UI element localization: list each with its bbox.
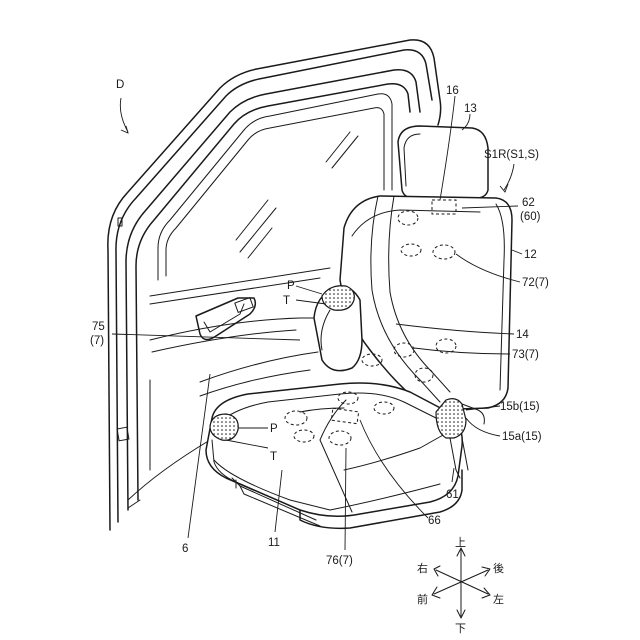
label-11: 11 [268, 537, 280, 549]
label-76: 76(7) [326, 555, 353, 567]
label-6: 6 [182, 543, 188, 555]
label-66: 66 [428, 515, 441, 527]
compass-down: 下 [455, 622, 466, 635]
seat [206, 126, 512, 528]
seat-cushion [206, 383, 462, 516]
pad-lower [210, 414, 238, 440]
label-60: (60) [520, 211, 541, 223]
label-7: (7) [90, 335, 104, 347]
label-16: 16 [446, 85, 459, 97]
compass-up: 上 [455, 536, 466, 549]
label-15b: 15b(15) [500, 401, 540, 413]
label-D: D [116, 79, 124, 91]
direction-compass: 上 下 右 左 後 前 [417, 536, 504, 635]
pad-upper [322, 286, 354, 311]
headrest [398, 126, 488, 198]
label-s1r: S1R(S1,S) [484, 149, 539, 161]
label-73: 73(7) [512, 349, 539, 361]
label-12: 12 [524, 249, 537, 261]
label-T-lower: T [270, 451, 277, 463]
compass-front: 前 [417, 592, 428, 606]
label-14: 14 [516, 329, 529, 341]
label-P-upper: P [287, 280, 295, 292]
label-62: 62 [522, 197, 535, 209]
label-T-upper: T [283, 295, 290, 307]
label-61: 61 [446, 489, 459, 501]
label-72: 72(7) [522, 277, 549, 289]
label-15a: 15a(15) [502, 431, 542, 443]
seat-back [340, 196, 512, 410]
label-13: 13 [464, 103, 477, 115]
compass-left-side: 左 [493, 593, 504, 606]
compass-right-side: 右 [417, 561, 428, 575]
label-75: 75 [92, 321, 105, 333]
label-P-lower: P [270, 423, 278, 435]
compass-rear: 後 [493, 561, 504, 575]
